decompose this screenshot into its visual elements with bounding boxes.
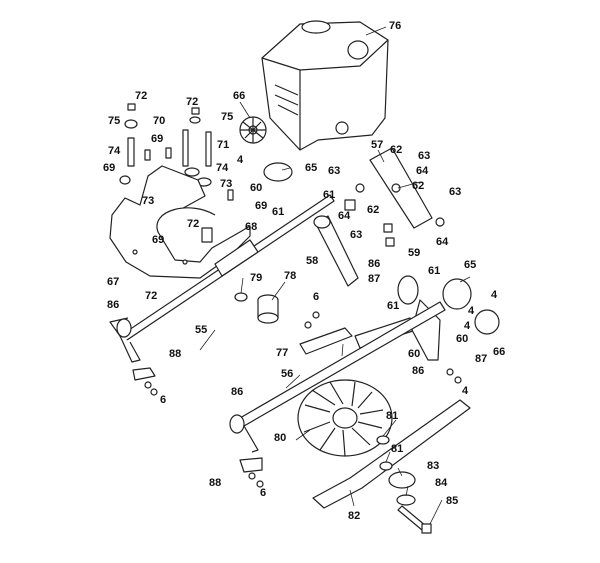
clamp-part — [132, 367, 156, 381]
blade-82 — [312, 399, 471, 509]
leader-lines — [199, 26, 471, 525]
callout-88: 88 — [169, 348, 182, 360]
callout-86: 86 — [368, 258, 381, 270]
callout-56: 56 — [281, 368, 294, 380]
callout-81: 81 — [386, 410, 399, 422]
fan-part — [239, 116, 267, 144]
callout-6: 6 — [260, 487, 267, 499]
callout-80: 80 — [274, 432, 287, 444]
bracket-77 — [299, 327, 353, 355]
wheel-59 — [397, 275, 419, 305]
wheel-part — [116, 318, 132, 338]
hub-65 — [442, 278, 472, 310]
callout-84: 84 — [435, 477, 448, 489]
cap-66 — [474, 309, 500, 335]
callout-77: 77 — [276, 347, 289, 359]
callout-67: 67 — [107, 276, 120, 288]
callout-4: 4 — [237, 154, 244, 166]
callout-55: 55 — [195, 324, 208, 336]
washer-83 — [388, 471, 416, 489]
callout-74: 74 — [216, 162, 229, 174]
callout-4: 4 — [464, 320, 471, 332]
callout-61: 61 — [323, 189, 336, 201]
callout-61: 61 — [272, 206, 285, 218]
callout-4: 4 — [468, 305, 475, 317]
callout-86: 86 — [412, 365, 425, 377]
bolt-stack — [119, 103, 234, 201]
callout-88: 88 — [209, 477, 222, 489]
wheel-86 — [229, 414, 245, 434]
callout-63: 63 — [328, 165, 341, 177]
spool-part — [257, 294, 279, 324]
callout-69: 69 — [151, 133, 164, 145]
callout-85: 85 — [446, 495, 459, 507]
clamp-88 — [239, 457, 263, 473]
callout-65: 65 — [305, 162, 318, 174]
ring-part — [234, 292, 248, 302]
callout-63: 63 — [350, 229, 363, 241]
callout-75: 75 — [108, 115, 121, 127]
callout-71: 71 — [217, 139, 230, 151]
callout-75: 75 — [221, 111, 234, 123]
callout-69: 69 — [103, 162, 116, 174]
washer-81 — [376, 435, 390, 445]
callout-78: 78 — [284, 270, 297, 282]
callout-73: 73 — [220, 178, 233, 190]
callout-64: 64 — [338, 210, 351, 222]
callout-66: 66 — [493, 346, 506, 358]
lever-57 — [369, 147, 433, 229]
callout-61: 61 — [428, 265, 441, 277]
callout-70: 70 — [153, 115, 166, 127]
callout-4: 4 — [491, 289, 498, 301]
callout-62: 62 — [412, 180, 425, 192]
callout-6: 6 — [160, 394, 167, 406]
blade-adapter-80 — [297, 379, 393, 457]
callout-68: 68 — [245, 221, 258, 233]
callout-86: 86 — [231, 386, 244, 398]
callout-61: 61 — [387, 300, 400, 312]
engine-part — [261, 20, 389, 151]
washer-84 — [396, 494, 416, 506]
callout-72: 72 — [145, 290, 158, 302]
hub-part — [263, 162, 293, 182]
callout-65: 65 — [464, 259, 477, 271]
callout-79: 79 — [250, 272, 263, 284]
washer-81b — [379, 461, 393, 471]
callout-58: 58 — [306, 255, 319, 267]
callout-63: 63 — [418, 150, 431, 162]
bolt-85 — [397, 505, 432, 534]
callout-4: 4 — [462, 385, 469, 397]
callout-74: 74 — [108, 145, 121, 157]
callout-69: 69 — [152, 234, 165, 246]
callout-62: 62 — [390, 144, 403, 156]
callout-62: 62 — [367, 204, 380, 216]
deflector-bracket — [109, 165, 251, 279]
lever-linkage — [313, 215, 359, 287]
callout-60: 60 — [456, 333, 469, 345]
callout-72: 72 — [187, 218, 200, 230]
callout-66: 66 — [233, 90, 246, 102]
callout-60: 60 — [250, 182, 263, 194]
callout-73: 73 — [142, 195, 155, 207]
callout-57: 57 — [371, 139, 384, 151]
callout-83: 83 — [427, 460, 440, 472]
callout-63: 63 — [449, 186, 462, 198]
callout-82: 82 — [348, 510, 361, 522]
callout-72: 72 — [186, 96, 199, 108]
callout-86: 86 — [107, 299, 120, 311]
callout-64: 64 — [416, 165, 429, 177]
callout-59: 59 — [408, 247, 421, 259]
callout-60: 60 — [408, 348, 421, 360]
callout-76: 76 — [389, 20, 402, 32]
callout-69: 69 — [255, 200, 268, 212]
callout-6: 6 — [313, 291, 320, 303]
callout-87: 87 — [475, 353, 488, 365]
callout-72: 72 — [135, 90, 148, 102]
callout-64: 64 — [436, 236, 449, 248]
callout-87: 87 — [368, 273, 381, 285]
callout-81: 81 — [391, 443, 404, 455]
